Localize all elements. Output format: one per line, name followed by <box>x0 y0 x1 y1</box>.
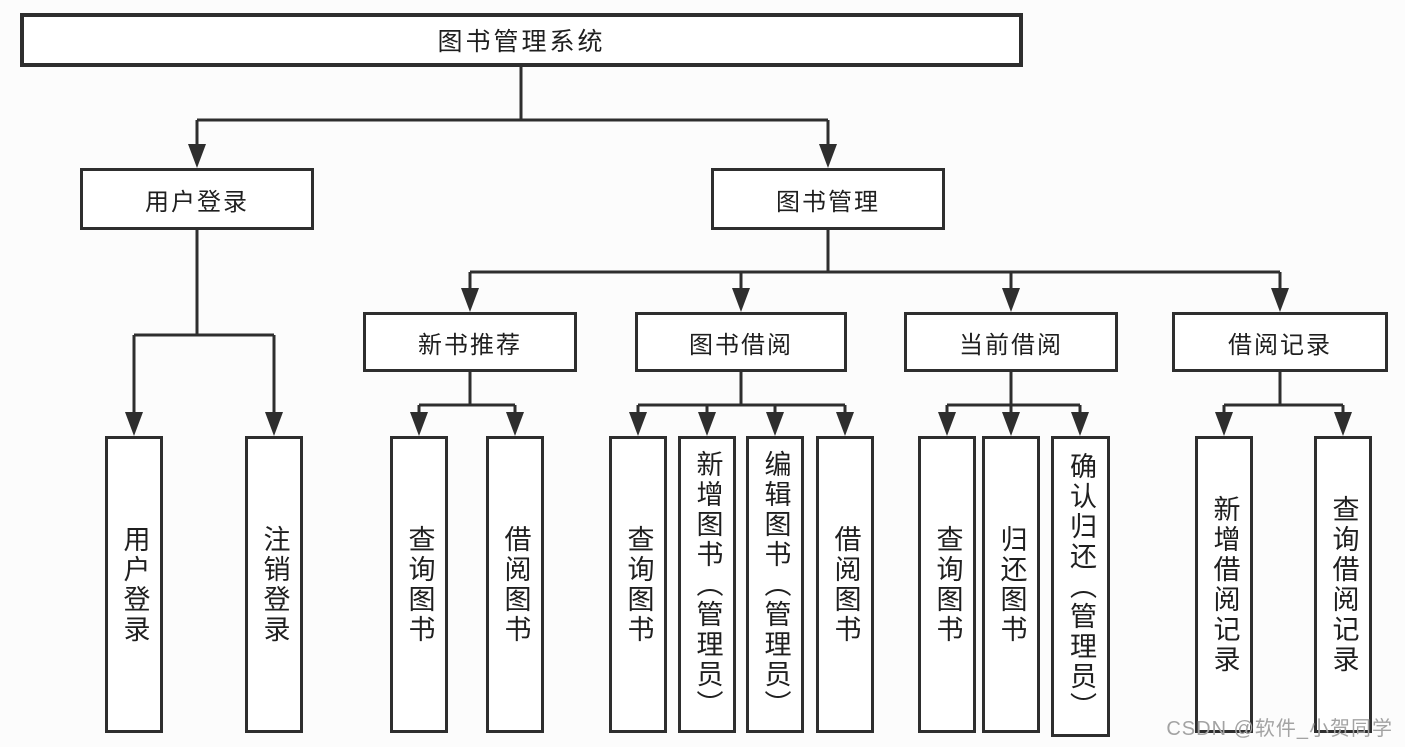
arrow-down-icon <box>819 144 837 168</box>
leaf-query-books-recommend: 查询图书 <box>390 436 448 733</box>
arrow-down-icon <box>265 412 283 436</box>
leaf-add-book-admin: 新增图书（管理员） <box>678 436 736 733</box>
arrow-down-icon <box>1002 412 1020 436</box>
leaf-query-borrow-record: 查询借阅记录 <box>1314 436 1372 733</box>
leaf-confirm-return-admin: 确认归还（管理员） <box>1051 436 1110 737</box>
node-current-borrow: 当前借阅 <box>904 312 1118 372</box>
arrow-down-icon <box>629 412 647 436</box>
node-label: 图书借阅 <box>689 331 793 359</box>
node-book-management: 图书管理 <box>711 168 945 230</box>
node-book-borrow: 图书借阅 <box>635 312 847 372</box>
leaf-label: 编辑图书（管理员） <box>760 449 791 720</box>
arrow-down-icon <box>732 288 750 312</box>
arrow-down-icon <box>410 412 428 436</box>
leaf-label: 注销登录 <box>259 524 290 645</box>
node-borrow-records: 借阅记录 <box>1172 312 1388 372</box>
arrow-down-icon <box>461 288 479 312</box>
node-label: 借阅记录 <box>1228 331 1332 359</box>
node-label: 当前借阅 <box>959 331 1063 359</box>
arrow-down-icon <box>938 412 956 436</box>
leaf-label: 查询借阅记录 <box>1328 494 1359 675</box>
leaf-edit-book-admin: 编辑图书（管理员） <box>746 436 804 733</box>
arrow-down-icon <box>1071 412 1089 436</box>
arrow-down-icon <box>1334 412 1352 436</box>
leaf-label: 查询图书 <box>623 524 654 645</box>
leaf-label: 借阅图书 <box>830 524 861 645</box>
node-root: 图书管理系统 <box>20 13 1023 67</box>
leaf-label: 确认归还（管理员） <box>1066 451 1096 722</box>
arrow-down-icon <box>506 412 524 436</box>
arrow-down-icon <box>125 412 143 436</box>
node-root-label: 图书管理系统 <box>437 28 606 56</box>
leaf-query-books-current: 查询图书 <box>918 436 976 733</box>
watermark: CSDN @软件_小贺同学 <box>1166 718 1393 740</box>
arrow-down-icon <box>836 412 854 436</box>
leaf-label: 查询图书 <box>932 524 963 645</box>
arrow-down-icon <box>188 144 206 168</box>
leaf-label: 新增借阅记录 <box>1209 494 1240 675</box>
arrow-down-icon <box>1002 288 1020 312</box>
connector-line <box>132 67 1345 414</box>
node-label: 图书管理 <box>776 188 880 216</box>
leaf-borrow-books: 借阅图书 <box>816 436 874 733</box>
node-new-book-recommend: 新书推荐 <box>363 312 577 372</box>
leaf-query-books-borrow: 查询图书 <box>609 436 667 733</box>
leaf-return-book: 归还图书 <box>982 436 1040 733</box>
arrow-down-icon <box>1271 288 1289 312</box>
leaf-label: 查询图书 <box>404 524 435 645</box>
leaf-label: 用户登录 <box>119 524 150 645</box>
leaf-add-borrow-record: 新增借阅记录 <box>1195 436 1253 733</box>
leaf-label: 新增图书（管理员） <box>692 449 723 720</box>
node-label: 新书推荐 <box>418 331 522 359</box>
leaf-label: 归还图书 <box>996 524 1027 645</box>
arrow-down-icon <box>1215 412 1233 436</box>
leaf-label: 借阅图书 <box>500 524 531 645</box>
arrow-down-icon <box>766 412 784 436</box>
node-label: 用户登录 <box>145 188 249 216</box>
arrow-down-icon <box>698 412 716 436</box>
leaf-borrow-books-recommend: 借阅图书 <box>486 436 544 733</box>
node-user-login: 用户登录 <box>80 168 314 230</box>
leaf-user-login: 用户登录 <box>105 436 163 733</box>
leaf-logout: 注销登录 <box>245 436 303 733</box>
